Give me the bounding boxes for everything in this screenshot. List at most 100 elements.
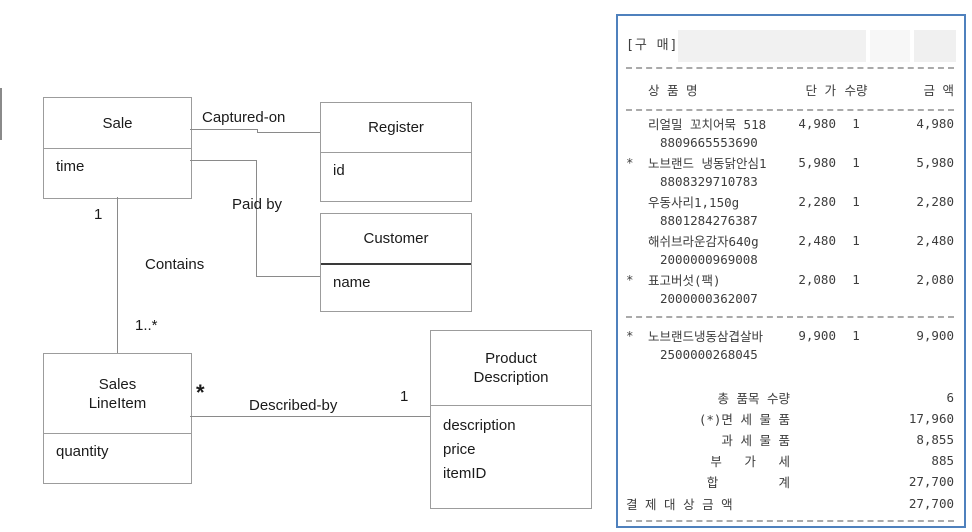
item-barcode: 2000000362007 (660, 290, 758, 306)
item-amount: 2,280 (916, 194, 954, 209)
class-box-sale: Sale time (43, 97, 192, 199)
col-header-amount: 금 액 (923, 82, 954, 98)
item-qty: 1 (852, 272, 860, 287)
item-name: 표고버섯(팩) (648, 273, 721, 288)
summary-label: (*)면 세 물 품 (698, 412, 790, 427)
receipt-panel: [구 매] 상 품 명 단 가 수량 금 액 리얼밀 꼬치어묵 518 4,98… (616, 14, 966, 528)
receipt-barcode-row: 8801284276387 (626, 211, 954, 229)
item-name: 우동사리1,150g (648, 195, 740, 210)
multiplicity-proddesc-described: 1 (400, 388, 409, 405)
item-name: 해쉬브라운감자640g (648, 234, 759, 249)
item-amount: 2,480 (916, 233, 954, 248)
receipt-barcode-row: 2000000362007 (626, 289, 954, 307)
item-qty: 1 (852, 155, 860, 170)
receipt-item-row: * 표고버섯(팩) 2,080 1 2,080 (626, 270, 954, 289)
item-qty: 1 (852, 194, 860, 209)
summary-value: 8,855 (916, 432, 954, 447)
receipt-item-row: 리얼밀 꼬치어묵 518 4,980 1 4,980 (626, 114, 954, 133)
receipt-barcode-row: 8809665553690 (626, 133, 954, 151)
dashed-divider (626, 316, 954, 318)
class-title-line2: Description (473, 369, 549, 386)
class-attr-lineitem-quantity: quantity (56, 443, 109, 460)
col-header-qty: 수량 (844, 82, 868, 98)
item-name: 리얼밀 꼬치어묵 518 (648, 117, 767, 132)
receipt-item-row: * 노브랜드 냉동닭안심1 5,980 1 5,980 (626, 153, 954, 172)
class-attr-proddesc-itemid: itemID (443, 465, 487, 482)
multiplicity-lineitem-contains: 1..* (135, 317, 158, 334)
item-unit-price: 4,980 (798, 116, 836, 131)
item-amount: 2,080 (916, 272, 954, 287)
receipt-title: [구 매] (626, 38, 679, 53)
class-box-customer: Customer name (320, 213, 472, 312)
item-unit-price: 5,980 (798, 155, 836, 170)
class-attr-sale-time: time (56, 158, 85, 175)
summary-row: (*)면 세 물 품 17,960 (626, 408, 954, 429)
item-qty: 1 (852, 328, 860, 343)
class-attr-customer-name: name (333, 274, 371, 291)
payment-total-row: 결 제 대 상 금 액 27,700 (626, 492, 954, 514)
dashed-divider (626, 67, 954, 69)
summary-value: 6 (946, 390, 954, 405)
assoc-line-contains (117, 197, 118, 353)
assoc-line-captured-on-jog (257, 129, 258, 133)
receipt-column-header: 상 품 명 단 가 수량 금 액 (626, 72, 954, 106)
receipt-item-row: * 노브랜드냉동삼겹살바 9,900 1 9,900 (626, 326, 954, 345)
receipt-item-row: 해쉬브라운감자640g 2,480 1 2,480 (626, 231, 954, 250)
item-qty: 1 (852, 233, 860, 248)
item-qty: 1 (852, 116, 860, 131)
item-amount: 9,900 (916, 328, 954, 343)
class-title-register: Register (321, 103, 471, 153)
receipt-barcode-row: 2500000268045 (626, 345, 954, 363)
class-title-customer: Customer (321, 214, 471, 265)
assoc-label-described-by: Described-by (249, 397, 338, 414)
assoc-line-paid-by-seg1 (190, 160, 257, 161)
crop-edge-artifact (0, 88, 2, 140)
assoc-line-described-by (190, 416, 430, 417)
class-title-product-description: Product Description (431, 331, 591, 406)
item-unit-price: 2,080 (798, 272, 836, 287)
assoc-label-captured-on: Captured-on (202, 109, 286, 126)
class-box-register: Register id (320, 102, 472, 202)
payment-total-value: 27,700 (908, 495, 954, 511)
redaction-block (914, 30, 956, 62)
class-attr-register-id: id (333, 162, 345, 179)
payment-total-label: 결 제 대 상 금 액 (626, 496, 733, 512)
assoc-line-captured-on-seg1 (190, 129, 258, 130)
summary-value: 27,700 (908, 474, 954, 489)
multiplicity-lineitem-described: * (196, 380, 205, 405)
class-title-line1: Product (485, 350, 537, 367)
item-unit-price: 2,280 (798, 194, 836, 209)
summary-label: 총 품목 수량 (717, 391, 790, 406)
item-amount: 5,980 (916, 155, 954, 170)
dashed-divider (626, 109, 954, 111)
summary-label: 합 계 (706, 475, 790, 490)
assoc-line-captured-on-seg2 (257, 132, 320, 133)
receipt-barcode-row: 8808329710783 (626, 172, 954, 190)
summary-label: 부 가 세 (710, 454, 790, 469)
assoc-line-paid-by-seg2 (256, 160, 257, 277)
assoc-label-contains: Contains (145, 256, 205, 273)
item-barcode: 8809665553690 (660, 134, 758, 150)
item-barcode: 8808329710783 (660, 173, 758, 189)
item-unit-price: 9,900 (798, 328, 836, 343)
class-title-sale: Sale (44, 98, 191, 149)
assoc-line-paid-by-seg3 (256, 276, 320, 277)
dashed-divider (626, 520, 954, 522)
multiplicity-sale-contains: 1 (94, 206, 103, 223)
receipt-barcode-row: 2000000969008 (626, 250, 954, 268)
summary-row: 총 품목 수량 6 (626, 387, 954, 408)
class-box-product-description: Product Description description price it… (430, 330, 592, 509)
item-amount: 4,980 (916, 116, 954, 131)
item-barcode: 8801284276387 (660, 212, 758, 228)
redaction-block (870, 30, 910, 62)
class-attr-proddesc-description: description (443, 417, 516, 434)
item-name: 노브랜드냉동삼겹살바 (648, 329, 764, 344)
class-title-sales-lineitem: Sales LineItem (44, 354, 191, 434)
class-box-sales-lineitem: Sales LineItem quantity (43, 353, 192, 484)
summary-row: 과 세 물 품 8,855 (626, 429, 954, 450)
taxfree-star: * (626, 155, 634, 170)
item-unit-price: 2,480 (798, 233, 836, 248)
taxfree-star: * (626, 328, 634, 343)
class-title-line2: LineItem (88, 394, 147, 412)
